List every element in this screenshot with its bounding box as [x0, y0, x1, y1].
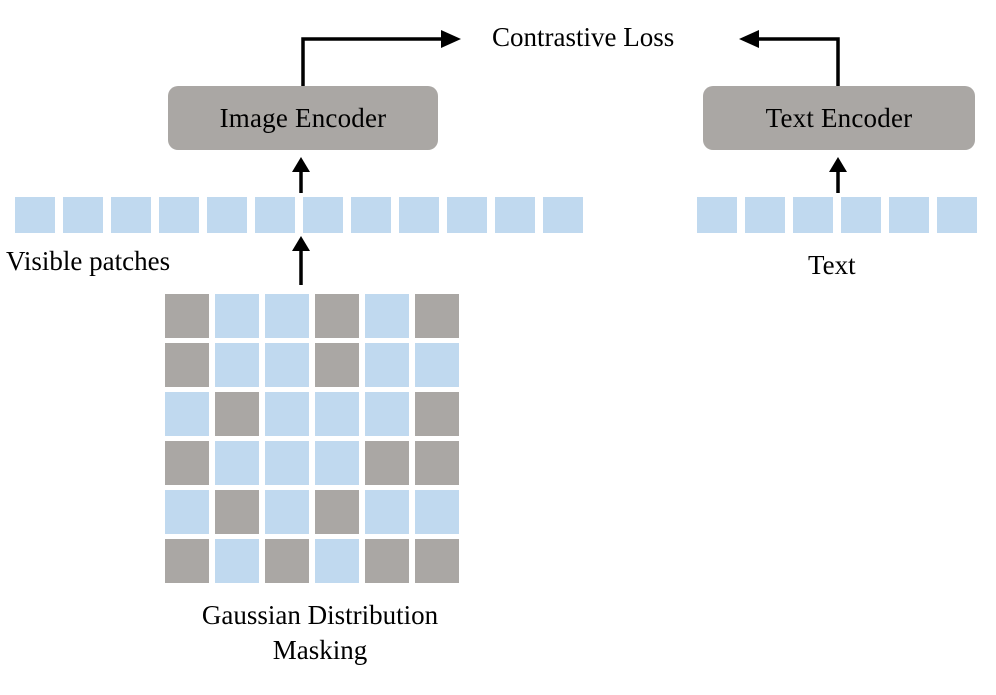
- visible-patch: [415, 490, 459, 534]
- masked-patch: [365, 441, 409, 485]
- visible-patch: [215, 539, 259, 583]
- visible-patch: [351, 197, 391, 233]
- visible-patch: [255, 197, 295, 233]
- visible-patch: [15, 197, 55, 233]
- masked-patch: [365, 539, 409, 583]
- text-token-patch: [745, 197, 785, 233]
- masked-patch: [165, 343, 209, 387]
- masked-patch: [215, 392, 259, 436]
- visible-patch: [265, 392, 309, 436]
- visible-patch: [365, 294, 409, 338]
- visible-patch: [165, 490, 209, 534]
- masking-caption-line2: Masking: [272, 634, 368, 665]
- arrow-image-encoder-to-loss: [301, 30, 461, 86]
- visible-patch: [315, 441, 359, 485]
- masked-patch: [315, 343, 359, 387]
- masked-patch: [415, 441, 459, 485]
- visible-patch: [495, 197, 535, 233]
- image-encoder-label: Image Encoder: [219, 102, 387, 133]
- visible-patch: [215, 441, 259, 485]
- visible-patch: [265, 343, 309, 387]
- masked-patch: [165, 441, 209, 485]
- visible-patch: [315, 392, 359, 436]
- text-token-patch: [697, 197, 737, 233]
- visible-patch: [315, 539, 359, 583]
- visible-patch: [215, 294, 259, 338]
- text-token-patch: [793, 197, 833, 233]
- masked-patch: [165, 294, 209, 338]
- visible-patch: [207, 197, 247, 233]
- arrow-text-to-text-encoder: [829, 157, 847, 193]
- text-encoder-label: Text Encoder: [765, 102, 913, 133]
- visible-patch-strip: [15, 197, 583, 233]
- masked-patch: [215, 490, 259, 534]
- masked-patch: [415, 392, 459, 436]
- text-label: Text: [808, 250, 856, 280]
- visible-patch: [265, 294, 309, 338]
- masked-patch: [415, 539, 459, 583]
- visible-patch: [111, 197, 151, 233]
- visible-patch: [63, 197, 103, 233]
- visible-patch: [265, 441, 309, 485]
- visible-patch: [447, 197, 487, 233]
- visible-patch: [215, 343, 259, 387]
- masking-caption-line1: Gaussian Distribution: [201, 600, 439, 630]
- visible-patch: [415, 343, 459, 387]
- masked-patch: [315, 294, 359, 338]
- text-token-patch: [889, 197, 929, 233]
- text-token-patch: [937, 197, 977, 233]
- gaussian-mask-grid: [165, 294, 459, 583]
- visible-patch: [159, 197, 199, 233]
- visible-patch: [365, 343, 409, 387]
- masked-patch: [265, 539, 309, 583]
- visible-patch: [365, 490, 409, 534]
- image-encoder-node[interactable]: Image Encoder: [168, 86, 438, 150]
- visible-patch: [365, 392, 409, 436]
- visible-patch: [265, 490, 309, 534]
- visible-patch: [399, 197, 439, 233]
- masked-patch: [315, 490, 359, 534]
- masked-patch: [165, 539, 209, 583]
- visible-patch: [543, 197, 583, 233]
- text-encoder-node[interactable]: Text Encoder: [703, 86, 975, 150]
- arrow-mask-to-visible: [292, 236, 310, 285]
- text-patch-strip: [697, 197, 977, 233]
- masking-caption: Gaussian Distribution Masking: [170, 598, 470, 667]
- visible-patches-label: Visible patches: [6, 246, 171, 276]
- text-token-patch: [841, 197, 881, 233]
- arrow-visible-to-image-encoder: [292, 157, 310, 193]
- visible-patch: [303, 197, 343, 233]
- arrow-text-encoder-to-loss: [739, 30, 840, 86]
- contrastive-loss-label: Contrastive Loss: [492, 22, 675, 52]
- masked-patch: [415, 294, 459, 338]
- visible-patch: [165, 392, 209, 436]
